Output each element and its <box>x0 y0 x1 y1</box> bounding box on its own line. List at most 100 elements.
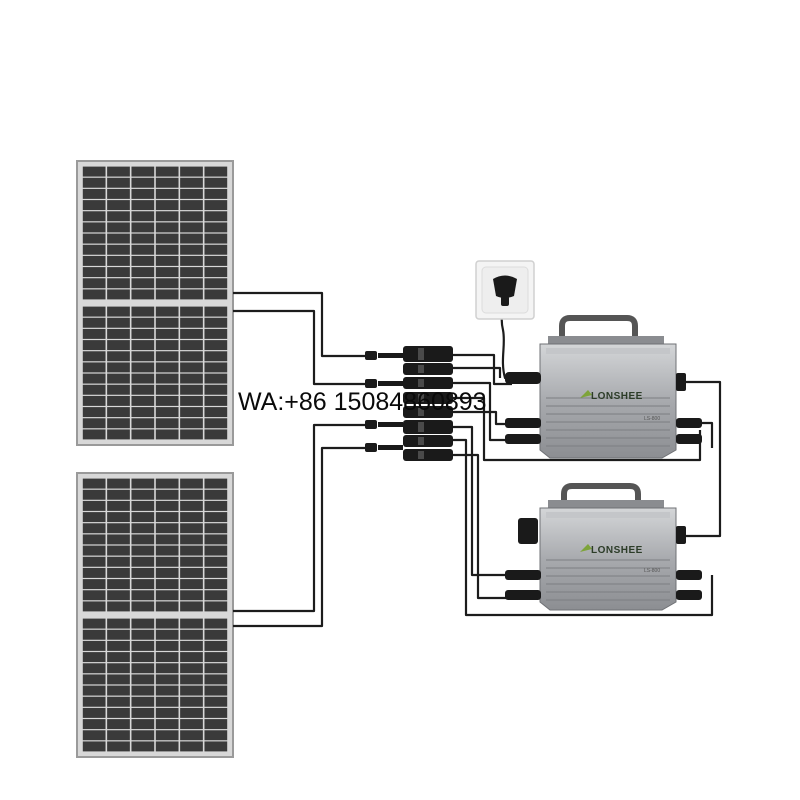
panel-cell <box>155 719 179 730</box>
panel-cell <box>155 317 179 328</box>
panel-cell <box>180 211 203 222</box>
panel-cell <box>82 200 106 211</box>
panel-cell <box>107 328 130 339</box>
panel-cell <box>82 306 106 317</box>
panel-cell <box>131 618 155 629</box>
panel-cell <box>180 590 203 601</box>
panel-cell <box>204 317 228 328</box>
panel-cell <box>180 255 203 266</box>
panel-cell <box>204 407 228 418</box>
panel-cell <box>107 211 130 222</box>
panel-cell <box>180 523 203 534</box>
panel-cell <box>204 640 228 651</box>
panel-cell <box>180 328 203 339</box>
panel-cell <box>155 418 179 429</box>
panel-cell <box>107 590 130 601</box>
panel-cell <box>82 384 106 395</box>
panel-cell <box>131 579 155 590</box>
panel-cell <box>131 707 155 718</box>
panel-cell <box>204 618 228 629</box>
panel-cell <box>204 306 228 317</box>
panel-cell <box>82 590 106 601</box>
panel-cell <box>155 567 179 578</box>
panel-cell <box>82 719 106 730</box>
panel-cell <box>155 579 179 590</box>
panel-cell <box>180 222 203 233</box>
panel-cell <box>180 278 203 289</box>
panel-cell <box>180 317 203 328</box>
panel-cell <box>82 373 106 384</box>
panel-cell <box>82 556 106 567</box>
panel-cell <box>82 674 106 685</box>
panel-cell <box>107 478 130 489</box>
panel-cell <box>131 629 155 640</box>
panel-cell <box>107 741 130 752</box>
panel-cell <box>131 512 155 523</box>
panel-cell <box>107 696 130 707</box>
panel-cell <box>82 663 106 674</box>
panel-cell <box>204 289 228 300</box>
panel-cell <box>82 534 106 545</box>
panel-cell <box>107 545 130 556</box>
panel-cell <box>180 177 203 188</box>
panel-cell <box>204 523 228 534</box>
panel-cell <box>82 579 106 590</box>
panel-cell <box>180 200 203 211</box>
panel-cell <box>107 351 130 362</box>
panel-cell <box>204 278 228 289</box>
panel-cell <box>204 255 228 266</box>
panel-cell <box>204 545 228 556</box>
panel-cell <box>180 556 203 567</box>
panel-cell <box>155 685 179 696</box>
panel-cell <box>155 395 179 406</box>
panel-cell <box>131 741 155 752</box>
panel-cell <box>180 629 203 640</box>
panel-cell <box>180 500 203 511</box>
panel-cell <box>155 696 179 707</box>
panel-cell <box>180 489 203 500</box>
panel-cell <box>155 373 179 384</box>
panel-cell <box>131 255 155 266</box>
panel-cell <box>107 674 130 685</box>
panel-cell <box>204 652 228 663</box>
panel-cell <box>155 652 179 663</box>
panel-cell <box>180 429 203 440</box>
panel-cell <box>204 166 228 177</box>
panel-cell <box>107 222 130 233</box>
panel-cell <box>204 512 228 523</box>
panel-cell <box>155 545 179 556</box>
panel-cell <box>204 663 228 674</box>
panel-cell <box>131 166 155 177</box>
panel-cell <box>131 395 155 406</box>
panel-cell <box>131 200 155 211</box>
micro-inverter-1: LONSHEE LS-800 <box>505 315 702 459</box>
panel-cell <box>155 306 179 317</box>
panel-cell <box>204 696 228 707</box>
panel-cell <box>131 500 155 511</box>
brand-logo-icon <box>580 544 592 552</box>
panel-cell <box>155 177 179 188</box>
panel-cell <box>107 289 130 300</box>
inverter-brand: LONSHEE <box>591 391 643 402</box>
panel-cell <box>180 674 203 685</box>
panel-cell <box>107 640 130 651</box>
panel-cell <box>180 407 203 418</box>
panel-cells <box>82 166 228 440</box>
panel-cells <box>82 478 228 752</box>
panel-cell <box>204 244 228 255</box>
panel-cell <box>82 707 106 718</box>
panel-cell <box>107 244 130 255</box>
panel-cell <box>82 523 106 534</box>
panel-cell <box>204 741 228 752</box>
panel-cell <box>180 601 203 612</box>
panel-cell <box>180 567 203 578</box>
panel-cell <box>82 317 106 328</box>
panel-cell <box>180 384 203 395</box>
panel-cell <box>155 429 179 440</box>
panel-cell <box>204 328 228 339</box>
panel-cell <box>107 429 130 440</box>
panel-cell <box>82 730 106 741</box>
panel-cell <box>82 696 106 707</box>
panel-cell <box>107 373 130 384</box>
panel-cell <box>131 362 155 373</box>
